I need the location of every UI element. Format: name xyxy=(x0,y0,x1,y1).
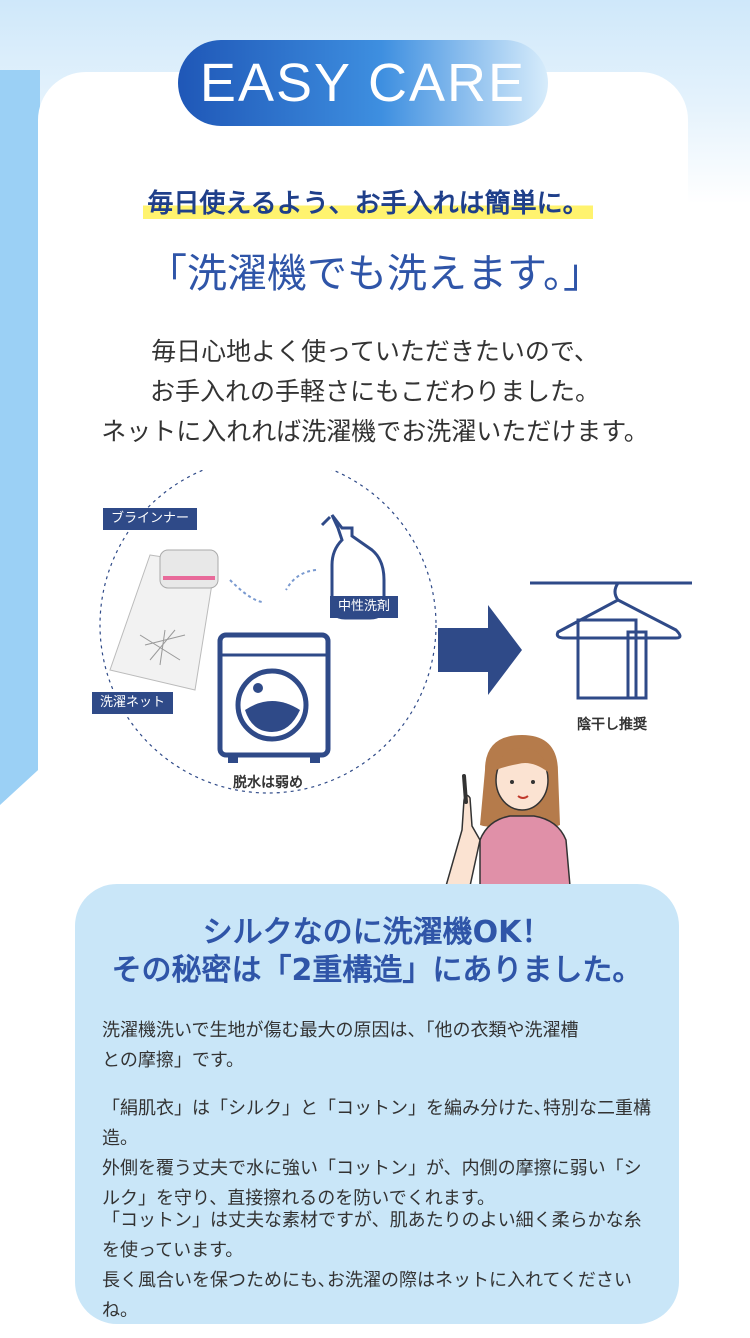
info-box: シルクなのに洗濯機OK！ その秘密は「2重構造」にありました。 洗濯機洗いで生地… xyxy=(75,884,679,1324)
intro-line: ネットに入れれば洗濯機でお洗濯いただけます。 xyxy=(101,417,649,446)
info-line: ルク」を守り、直接擦れるのを防いでくれます。 xyxy=(102,1188,495,1209)
process-circle xyxy=(99,470,437,794)
label-bra-liner: ブラインナー xyxy=(103,508,198,530)
easy-care-badge: EASY CARE xyxy=(178,40,548,126)
washing-machine-icon xyxy=(217,632,331,763)
info-paragraph: 洗濯機洗いで生地が傷む最大の原因は、「他の衣類や洗濯槽 との摩擦」です。 xyxy=(102,1016,662,1076)
caption-spin-weak: 脱水は弱め xyxy=(233,775,303,791)
woman-illustration xyxy=(445,735,571,886)
info-paragraph: 「コットン」は丈夫な素材ですが、肌あたりのよい細く柔らかな糸 を使っています。 … xyxy=(102,1206,662,1326)
info-heading-line: その秘密は「2重構造」にありました。 xyxy=(111,953,643,988)
intro-text: 毎日心地よく使っていただきたいので、 お手入れの手軽さにもこだわりました。 ネッ… xyxy=(0,332,750,452)
right-arrow-icon xyxy=(438,605,522,695)
info-line: 長く風合いを保つためにも､お洗濯の際はネットに入れてくださいね。 xyxy=(102,1270,632,1321)
info-line: 外側を覆う丈夫で水に強い「コットン」が、内側の摩擦に弱い「シ xyxy=(102,1158,642,1179)
info-paragraph: 「絹肌衣」は「シルク」と「コットン」を編み分けた､特別な二重構造。 外側を覆う丈… xyxy=(102,1094,662,1214)
lead-text: 毎日使えるよう、お手入れは簡単に。 xyxy=(128,182,608,226)
left-accent-band xyxy=(0,70,40,805)
info-line: 洗濯機洗いで生地が傷む最大の原因は、「他の衣類や洗濯槽 xyxy=(102,1020,579,1041)
info-line: 「コットン」は丈夫な素材ですが、肌あたりのよい細く柔らかな糸 xyxy=(102,1210,642,1231)
bra-liner-icon xyxy=(159,549,219,589)
label-laundry-net: 洗濯ネット xyxy=(92,692,174,714)
info-line: との摩擦」です。 xyxy=(102,1050,245,1071)
intro-line: 毎日心地よく使っていただきたいので、 xyxy=(151,337,599,366)
badge-title: EASY CARE xyxy=(199,53,527,113)
hanger-towel-icon xyxy=(530,581,692,700)
info-line: 「絹肌衣」は「シルク」と「コットン」を編み分けた､特別な二重構造。 xyxy=(102,1098,651,1149)
headline: 「洗濯機でも洗えます。」 xyxy=(147,251,603,297)
laundry-diagram xyxy=(99,470,692,794)
dotted-arrow-icon xyxy=(229,579,263,603)
info-line: を使っています。 xyxy=(102,1240,244,1261)
lead-highlight: 毎日使えるよう、お手入れは簡単に。 xyxy=(143,189,593,219)
intro-line: お手入れの手軽さにもこだわりました。 xyxy=(149,377,600,406)
dotted-arrow-icon xyxy=(285,569,317,591)
info-heading-line: シルクなのに洗濯機OK！ xyxy=(202,915,552,950)
info-heading: シルクなのに洗濯機OK！ その秘密は「2重構造」にありました。 xyxy=(75,914,679,990)
detergent-bottle-icon xyxy=(320,514,386,620)
label-detergent: 中性洗剤 xyxy=(330,596,399,618)
caption-shade-dry: 陰干し推奨 xyxy=(577,717,647,733)
